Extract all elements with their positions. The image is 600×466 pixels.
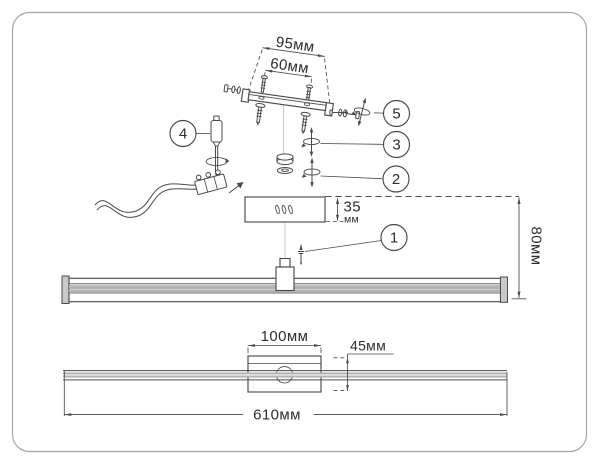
leader-line-2 (320, 175, 384, 180)
light-bar-bottom-view (63, 355, 507, 393)
insert-direction-arrow (228, 182, 244, 194)
dim-95mm-label: 95мм (275, 34, 316, 56)
leader-line-3 (320, 143, 384, 145)
dim-100mm-label: 100мм (261, 328, 309, 345)
dim-610mm-label: 610мм (253, 406, 301, 423)
wall-mounting-plate (240, 88, 335, 117)
wall-bracket-assembly: 95мм 60мм (223, 34, 361, 135)
dimension-canopy-height: 45мм (333, 338, 394, 392)
leader-line-1 (304, 240, 382, 252)
callout-circle-1 (380, 223, 408, 252)
wall-anchor-screws (255, 102, 311, 135)
bracket-side-screw-left (223, 84, 241, 94)
callout-circle-2 (382, 165, 410, 193)
dim-35mm-unit: мм (344, 214, 359, 226)
mount-screw-head (279, 257, 291, 268)
dimension-fixture-length: 610мм (63, 370, 508, 423)
dim-45mm-label: 45мм (350, 338, 386, 354)
rotation-screw-icon (347, 94, 374, 129)
callout-5-group: 5 (329, 94, 411, 129)
callout-1-group: 1 (298, 223, 408, 266)
set-screw (298, 243, 304, 266)
callout-5-number: 5 (392, 106, 400, 123)
callout-2-group: 2 (276, 153, 410, 193)
callout-3-number: 3 (392, 137, 400, 154)
power-cable (94, 183, 198, 218)
bracket-side-screw-right (338, 108, 361, 120)
callout-4-group: 4 (94, 115, 244, 218)
dimension-canopy-width: 100мм (247, 328, 322, 353)
callout-2-number: 2 (392, 171, 400, 188)
bar-end-cap-right (500, 276, 508, 303)
dimension-bracket-outer: 95мм (248, 34, 331, 106)
callout-3-group: 3 (300, 126, 411, 159)
diagram-frame-border (11, 11, 588, 453)
callout-1-number: 1 (390, 230, 398, 247)
screw-head (329, 109, 333, 116)
rotation-screw-icon (301, 157, 321, 188)
canopy-box (244, 196, 326, 223)
dim-35mm-value: 35 (344, 199, 362, 216)
terminal-block (194, 169, 228, 195)
callout-4-number: 4 (179, 126, 187, 143)
dim-80mm-label: 80мм (528, 227, 545, 266)
vent-slots (275, 204, 293, 215)
light-bar-side-view (61, 257, 508, 304)
nut-and-washer (276, 153, 294, 174)
canopy-box-side-view (244, 196, 326, 223)
dimension-mount-height: 80мм (511, 197, 545, 300)
dimension-bracket-holes: 60мм (263, 55, 313, 93)
mount-bracket-stem (275, 266, 295, 292)
callout-circle-5 (382, 99, 411, 128)
bar-end-cap-left (61, 275, 70, 304)
dim-60mm-label: 60мм (269, 55, 310, 77)
callout-circle-3 (382, 130, 411, 159)
dimension-canopy-depth: 35 мм (326, 197, 362, 226)
